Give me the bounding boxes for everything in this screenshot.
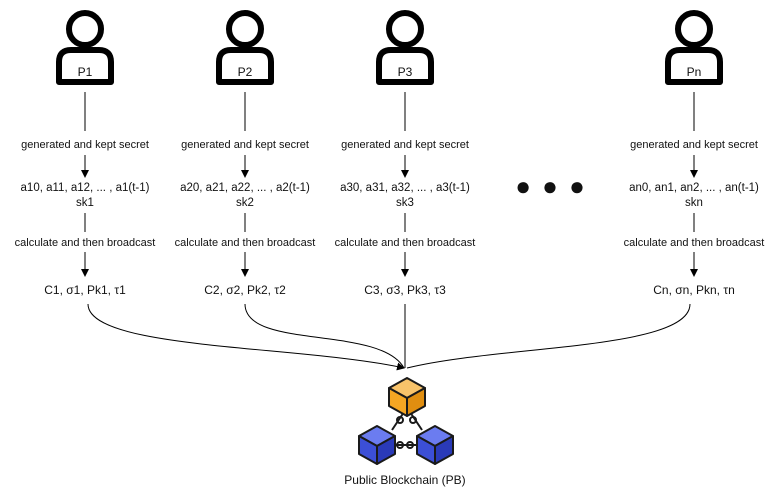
secret-key: sk1: [76, 197, 94, 209]
commitments: C3, σ3, Pk3, τ3: [364, 283, 446, 297]
commitments: C1, σ1, Pk1, τ1: [44, 283, 126, 297]
participant-name: P1: [78, 65, 93, 79]
broadcast-step-label: calculate and then broadcast: [624, 237, 765, 249]
secret-step-label: generated and kept secret: [341, 139, 469, 151]
participant-name: Pn: [687, 65, 702, 79]
secret-key: sk2: [236, 197, 254, 209]
ellipsis-dots: ● ● ●: [515, 171, 587, 201]
secret-step-label: generated and kept secret: [630, 139, 758, 151]
participant-name: P3: [398, 65, 413, 79]
commitments: Cn, σn, Pkn, τn: [653, 283, 735, 297]
coefficients: a30, a31, a32, ... , a3(t-1): [340, 182, 470, 194]
blockchain-icon: [358, 377, 454, 465]
broadcast-step-label: calculate and then broadcast: [335, 237, 476, 249]
coefficients: a20, a21, a22, ... , a2(t-1): [180, 182, 310, 194]
block-cube-right: [416, 425, 454, 465]
participant-pn: Pn generated and kept secret an0, an1, a…: [624, 13, 765, 297]
participant-p3: P3 generated and kept secret a30, a31, a…: [335, 13, 476, 297]
participant-p1: P1 generated and kept secret a10, a11, a…: [15, 13, 156, 297]
broadcast-step-label: calculate and then broadcast: [175, 237, 316, 249]
commitments: C2, σ2, Pk2, τ2: [204, 283, 286, 297]
coefficients: a10, a11, a12, ... , a1(t-1): [21, 182, 150, 194]
block-cube-left: [358, 425, 396, 465]
coefficients: an0, an1, an2, ... , an(t-1): [629, 182, 759, 194]
broadcast-connectors: [87, 303, 691, 371]
participant-p2: P2 generated and kept secret a20, a21, a…: [175, 13, 316, 297]
broadcast-step-label: calculate and then broadcast: [15, 237, 156, 249]
blockchain-label: Public Blockchain (PB): [344, 473, 465, 487]
participant-name: P2: [238, 65, 253, 79]
chain-links: [391, 411, 423, 449]
secret-step-label: generated and kept secret: [21, 139, 149, 151]
secret-step-label: generated and kept secret: [181, 139, 309, 151]
block-cube-top: [388, 377, 426, 417]
secret-key: skn: [685, 197, 703, 209]
secret-key: sk3: [396, 197, 414, 209]
